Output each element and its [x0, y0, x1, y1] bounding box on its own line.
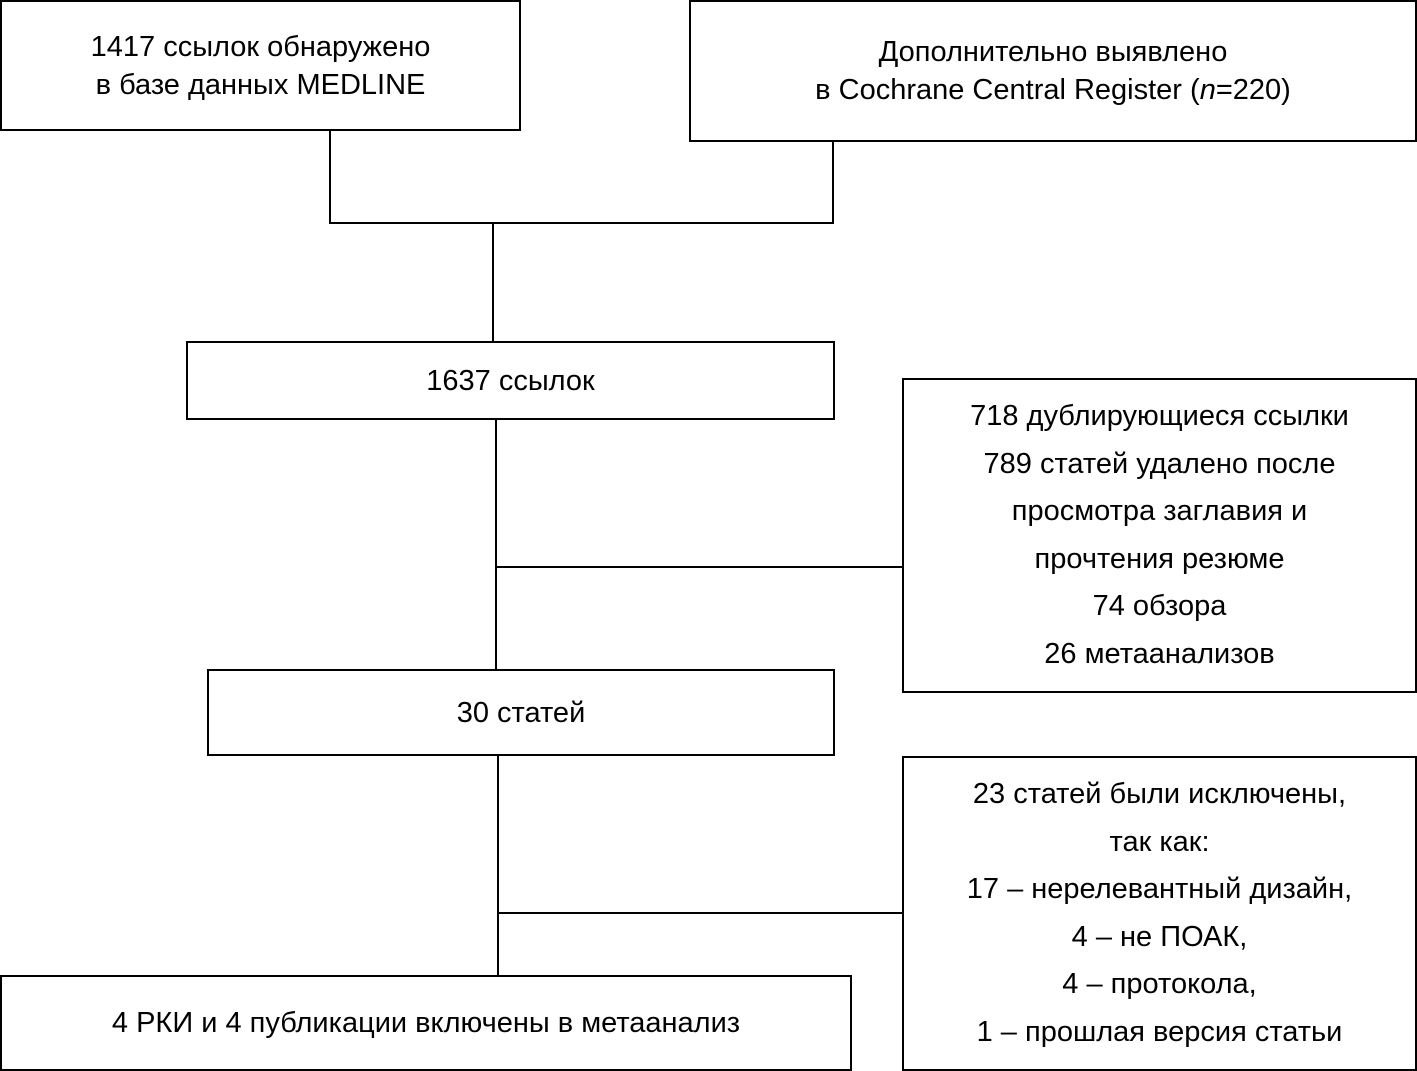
- excluded1-line: 74 обзора: [1092, 590, 1227, 622]
- excluded1-line: 26 метаанализов: [1044, 637, 1275, 670]
- final-box: 4 РКИ и 4 публикации включены в метаанал…: [0, 975, 852, 1071]
- excluded2-line: 4 – не ПОАК,: [1071, 920, 1248, 953]
- medline-line1: 1417 ссылок обнаружено: [90, 30, 431, 63]
- connector: [329, 131, 331, 224]
- cochrane-line1: Дополнительно выявлено: [878, 36, 1228, 68]
- excluded2-line: 1 – прошлая версия статьи: [976, 1015, 1343, 1048]
- total-text: 1637 ссылок: [426, 364, 595, 397]
- n-symbol: n: [1199, 74, 1216, 106]
- excluded2-line: 4 – протокола,: [1062, 968, 1257, 1000]
- medline-line2: в базе данных MEDLINE: [95, 68, 426, 101]
- excluded1-line: 789 статей удалено после: [983, 447, 1336, 480]
- cochrane-line2: в Cochrane Central Register (n=220): [815, 71, 1291, 109]
- excluded1-line: 718 дублирующиеся ссылки: [970, 400, 1349, 432]
- cochrane-box: Дополнительно выявлено в Cochrane Centra…: [689, 0, 1417, 142]
- excluded2-box: 23 статей были исключены, так как: 17 – …: [902, 756, 1417, 1071]
- cochrane-text: в Cochrane Central Register (: [815, 74, 1200, 106]
- connector: [495, 420, 497, 670]
- final-text: 4 РКИ и 4 публикации включены в метаанал…: [111, 1007, 741, 1039]
- connector: [497, 566, 903, 568]
- cochrane-count: =220): [1215, 74, 1291, 106]
- articles-text: 30 статей: [456, 696, 586, 729]
- connector: [832, 142, 834, 224]
- excluded2-line: так как:: [1109, 825, 1210, 858]
- medline-box: 1417 ссылок обнаружено в базе данных MED…: [0, 0, 521, 131]
- excluded1-line: просмотра заглавия и: [1011, 495, 1308, 527]
- excluded2-line: 17 – нерелевантный дизайн,: [966, 873, 1353, 905]
- articles-box: 30 статей: [207, 669, 835, 756]
- connector: [329, 222, 834, 224]
- excluded1-box: 718 дублирующиеся ссылки 789 статей удал…: [902, 378, 1417, 693]
- total-box: 1637 ссылок: [186, 341, 835, 420]
- excluded1-line: прочтения резюме: [1034, 542, 1285, 575]
- connector: [497, 756, 499, 976]
- connector: [492, 224, 494, 342]
- excluded2-line: 23 статей были исключены,: [972, 778, 1347, 810]
- connector: [499, 912, 903, 914]
